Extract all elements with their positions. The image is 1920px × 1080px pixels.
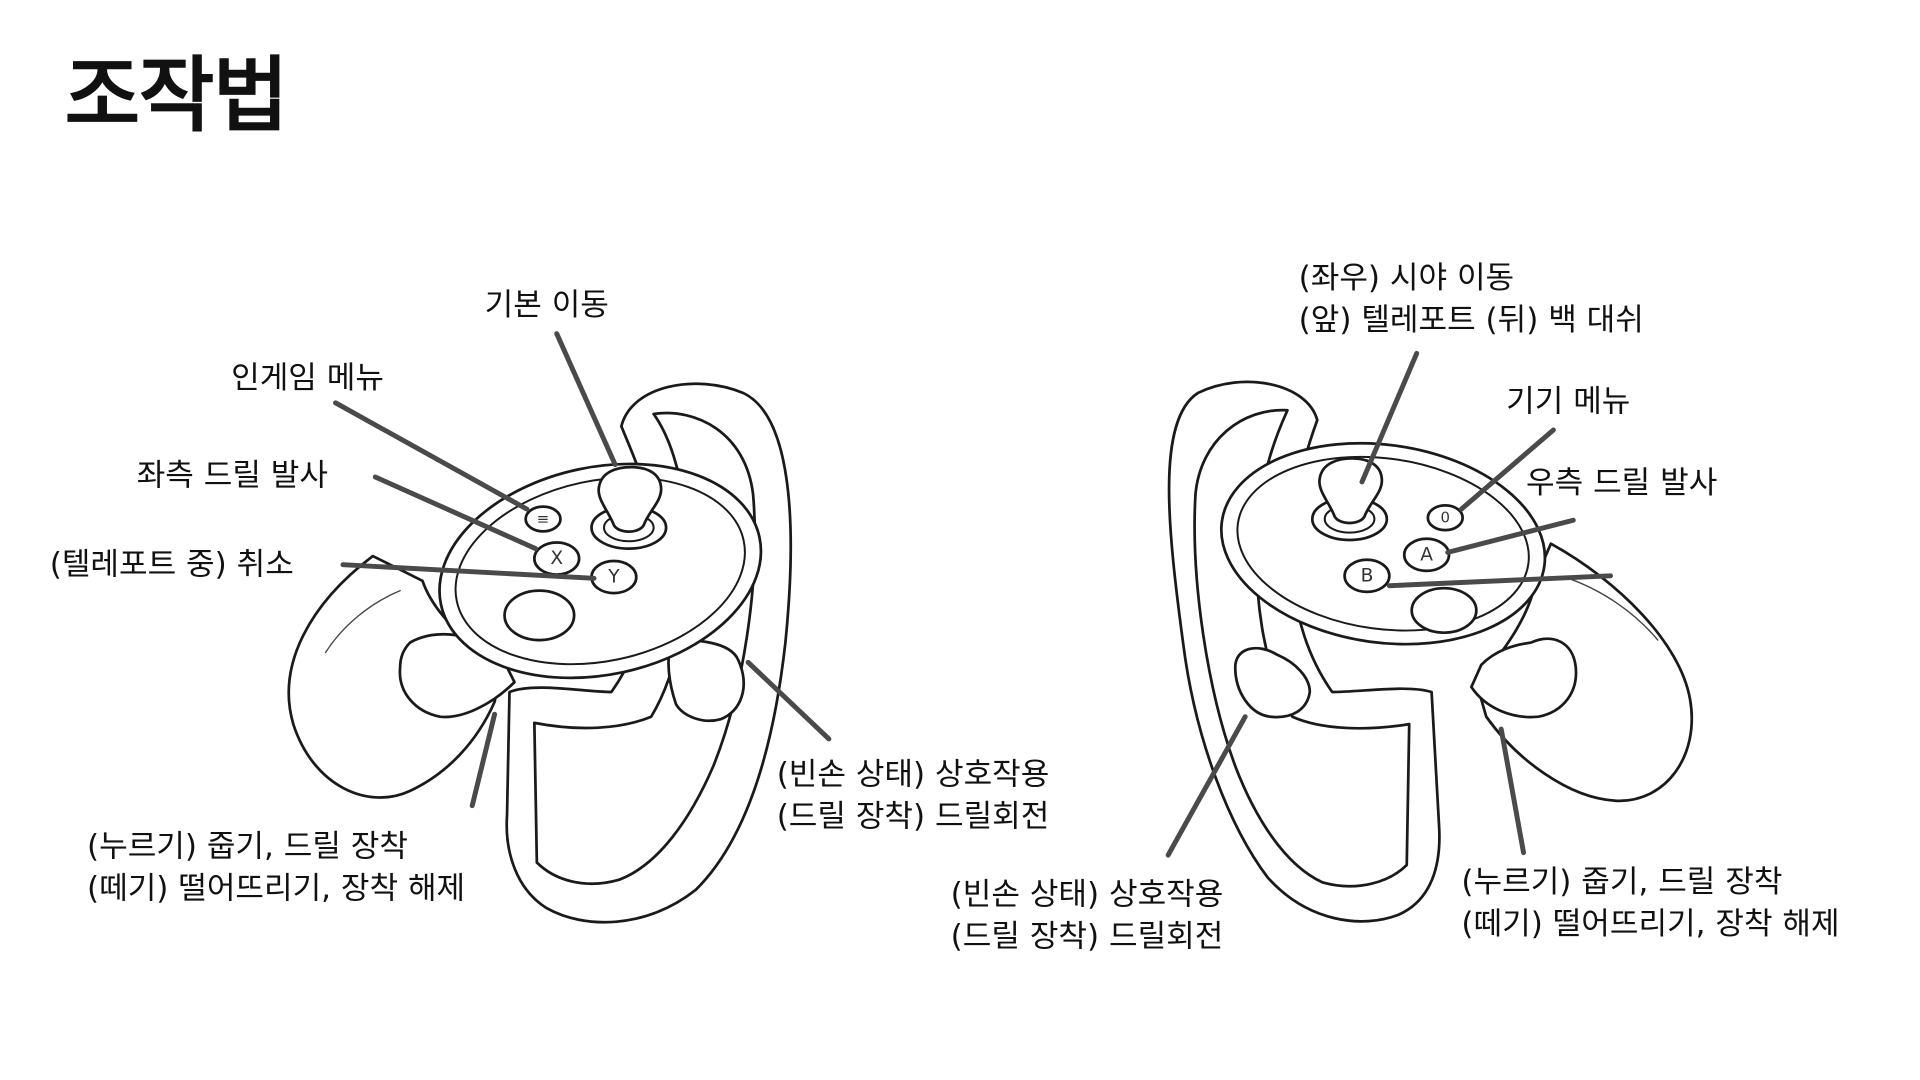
left-trigger [667, 639, 745, 723]
leader-left-y [340, 562, 597, 581]
right-system-button [1426, 504, 1465, 532]
leader-right-trigger [1165, 714, 1248, 858]
label-left-grip: (누르기) 줍기, 드릴 장착 (떼기) 떨어뜨리기, 장착 해제 [86, 827, 466, 906]
label-left-thumbstick: 기본 이동 [484, 286, 609, 323]
label-left-y: (텔레포트 중) 취소 [49, 546, 294, 583]
label-right-grip: (누르기) 줍기, 드릴 장착 (떼기) 떨어뜨리기, 장착 해제 [1461, 863, 1840, 942]
label-right-trigger: (빈손 상태) 상호작용 (드릴 장착) 드릴회전 [950, 876, 1224, 954]
leader-left-x [372, 474, 539, 552]
left-y-glyph: Y [607, 567, 620, 588]
right-a-glyph: A [1420, 544, 1433, 565]
right-grip-button [1469, 637, 1578, 719]
right-controller [1167, 380, 1693, 923]
leader-left-trigger [745, 659, 832, 742]
label-right-system: 기기 메뉴 [1506, 383, 1631, 419]
leader-right-grip [1498, 726, 1527, 856]
leader-left-grip [469, 711, 498, 809]
page-title: 조작법 [64, 48, 289, 144]
leader-right-b [1386, 573, 1614, 589]
left-pad [503, 589, 576, 642]
left-menu-glyph: ≡ [537, 510, 549, 528]
label-left-x: 좌측 드릴 발사 [136, 457, 328, 494]
left-thumbstick [597, 465, 663, 534]
label-right-thumbstick: (좌우) 시야 이동 (앞) 텔레포트 (뒤) 백 대쉬 [1298, 259, 1644, 338]
left-x-glyph: X [550, 548, 563, 569]
label-left-trigger: (빈손 상태) 상호작용 (드릴 장착) 드릴회전 [776, 756, 1050, 835]
label-right-a: 우측 드릴 발사 [1526, 464, 1718, 501]
right-b-button [1343, 558, 1391, 594]
right-system-glyph: 0 [1441, 509, 1450, 527]
label-left-menu: 인게임 메뉴 [231, 359, 384, 396]
right-a-button [1402, 537, 1451, 573]
left-controller [287, 382, 793, 924]
leader-right-system [1458, 427, 1556, 512]
right-pad [1410, 586, 1478, 635]
right-b-glyph: B [1361, 565, 1374, 586]
leader-left-menu [333, 400, 530, 512]
right-trigger [1233, 646, 1312, 719]
leader-right-thumbstick [1359, 350, 1420, 485]
leader-left-thumbstick [554, 331, 618, 468]
leader-right-a [1445, 517, 1576, 555]
left-menu-button [524, 505, 562, 533]
